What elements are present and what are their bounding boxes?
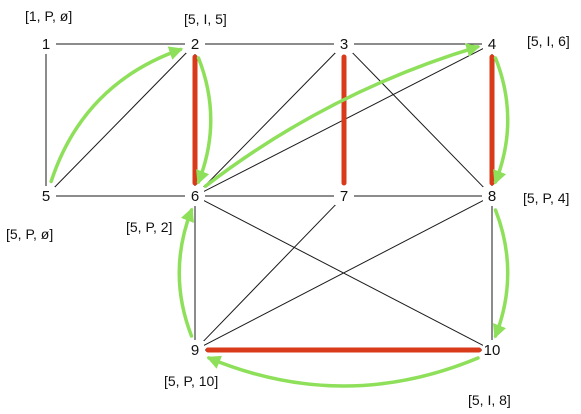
node-3-label: 3 [340, 36, 348, 53]
annotation-node-6: [5, P, 2] [126, 219, 172, 235]
annotation-node-9: [5, P, 10] [164, 373, 218, 389]
node-7-background [335, 187, 353, 205]
green-arrow-9-6 [177, 207, 194, 338]
green-arrows-layer [49, 43, 510, 388]
edge-8-9 [203, 200, 484, 346]
annotation-node-4: [5, I, 6] [527, 33, 570, 49]
annotation-node-2: [5, I, 5] [184, 11, 227, 27]
node-2-label: 2 [191, 36, 199, 53]
annotation-node-5: [5, P, ø] [6, 226, 53, 242]
node-8-background [483, 187, 501, 205]
node-9-background [186, 341, 204, 359]
node-1-background [37, 35, 55, 53]
green-arrow-10-9 [206, 355, 480, 388]
annotations: [1, P, ø] [5, I, 5] [5, I, 6] [5, P, ø] … [6, 8, 570, 408]
green-arrow-2-6 [196, 56, 213, 185]
node-4-label: 4 [488, 36, 496, 53]
edge-3-8 [350, 50, 486, 190]
annotation-node-8: [5, P, 4] [523, 190, 569, 206]
green-arrow-4-8 [493, 56, 510, 185]
node-7-label: 7 [340, 188, 348, 205]
node-4-background [483, 35, 501, 53]
node-6-label: 6 [191, 188, 199, 205]
green-arrow-8-10 [493, 208, 510, 339]
node-5-background [37, 187, 55, 205]
node-2-background [186, 35, 204, 53]
node-labels-layer: 1 2 3 4 5 6 7 8 9 10 [37, 35, 501, 359]
annotation-node-1: [1, P, ø] [25, 8, 72, 24]
green-arrow-6-4 [203, 43, 481, 188]
edge-3-6 [201, 50, 338, 190]
green-arrow-5-2 [49, 46, 184, 184]
node-10-background [483, 341, 501, 359]
edges-layer [45, 43, 493, 351]
node-1-label: 1 [42, 36, 50, 53]
node-6-background [186, 187, 204, 205]
node-10-label: 10 [484, 342, 501, 359]
node-9-label: 9 [191, 342, 199, 359]
node-8-label: 8 [488, 188, 496, 205]
node-5-label: 5 [42, 188, 50, 205]
edge-7-9 [201, 202, 338, 344]
annotation-node-10: [5, I, 8] [468, 392, 511, 408]
node-3-background [335, 35, 353, 53]
highlighted-edges-layer [192, 54, 495, 353]
edge-2-5 [52, 50, 189, 190]
